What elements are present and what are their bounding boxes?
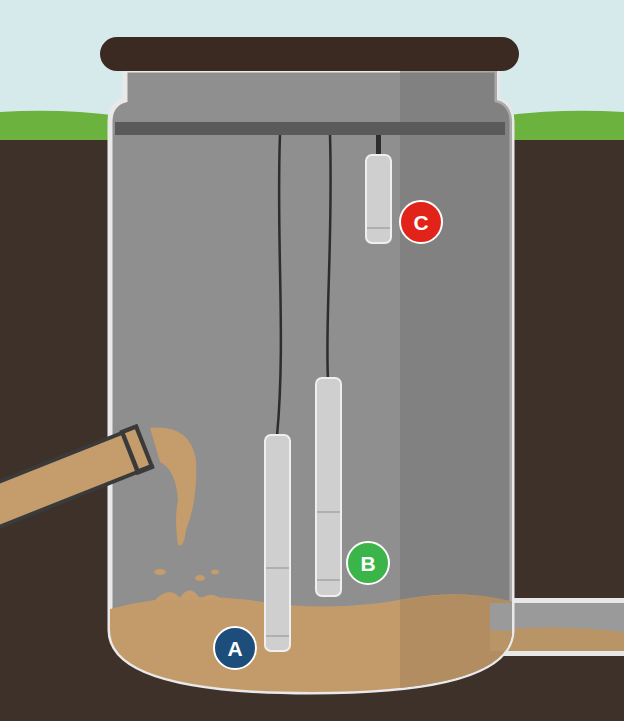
inlet-pipe bbox=[0, 446, 146, 512]
splash bbox=[154, 569, 222, 600]
sludge-shade bbox=[400, 595, 520, 700]
float-sensor bbox=[316, 378, 341, 596]
grass bbox=[500, 111, 624, 142]
callout-circle: B bbox=[346, 541, 390, 585]
callout-letter: A bbox=[227, 638, 242, 659]
float-sensor bbox=[265, 435, 290, 651]
cable bbox=[277, 135, 281, 436]
cable bbox=[376, 135, 381, 157]
grass bbox=[0, 111, 120, 142]
callout-circle: A bbox=[213, 626, 257, 670]
cable bbox=[327, 135, 330, 380]
sludge bbox=[100, 594, 520, 700]
float-sensor bbox=[366, 155, 391, 243]
callout-circle: C bbox=[399, 200, 443, 244]
tank-shade bbox=[400, 60, 520, 700]
callout-letter: B bbox=[360, 553, 375, 574]
lid bbox=[100, 37, 519, 71]
mounting-bar bbox=[115, 122, 505, 135]
callout-letter: C bbox=[413, 212, 428, 233]
pouring-waste bbox=[150, 428, 196, 546]
